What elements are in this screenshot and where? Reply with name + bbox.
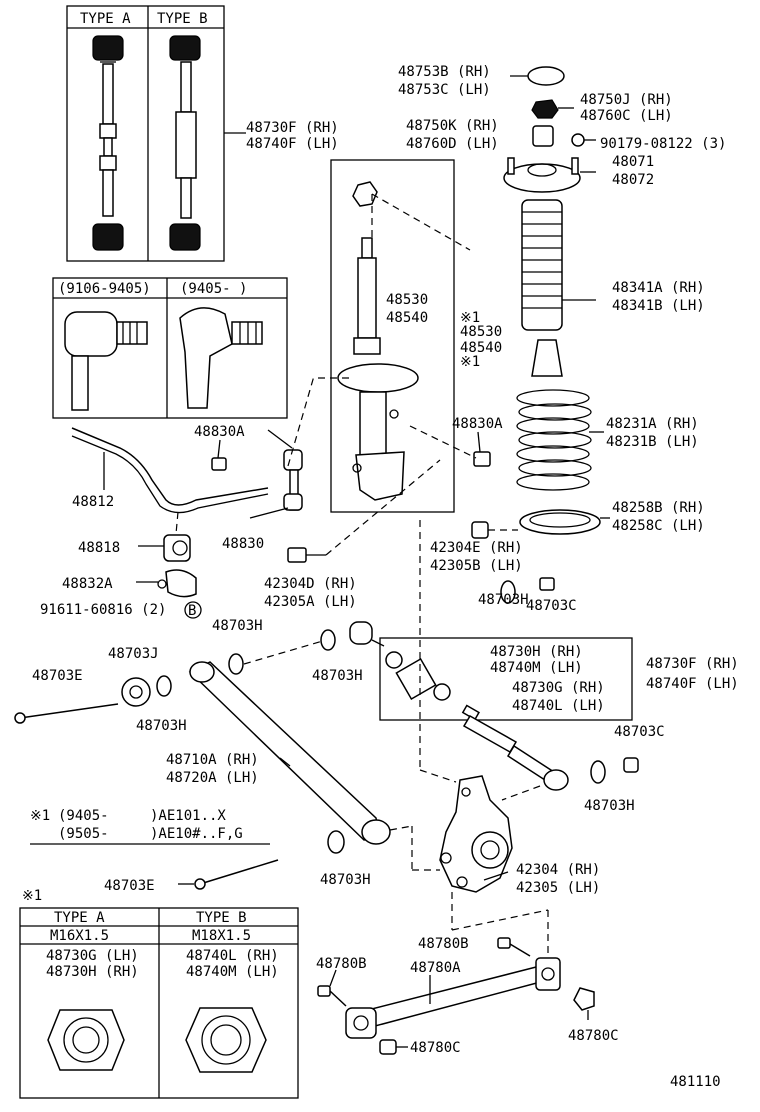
- label-48730f-rh-top: 48730F (RH): [246, 120, 339, 136]
- type-a-header: TYPE A: [80, 11, 131, 27]
- label-48072: 48072: [612, 172, 654, 188]
- trailing-arm: [317, 937, 595, 1055]
- table-spec-a: M16X1.5: [50, 928, 109, 944]
- rod-type-box: TYPE A TYPE B: [66, 5, 246, 262]
- bolt-48703e: [178, 859, 279, 890]
- label-48703h-lower: 48703H: [136, 718, 187, 734]
- note-row1-date: (9405-: [58, 808, 109, 824]
- label-48341b-lh: 48341B (LH): [612, 298, 705, 314]
- label-48780c-right: 48780C: [568, 1028, 619, 1044]
- label-42305b-lh: 42305B (LH): [430, 558, 523, 574]
- label-48780b-top: 48780B: [418, 936, 469, 952]
- label-48530-b: 48530: [460, 324, 502, 340]
- date-range-2: (9405- ): [180, 281, 247, 297]
- spring-stack: [503, 66, 610, 535]
- label-48760c-lh: 48760C (LH): [580, 108, 673, 124]
- label-48703h-right: 48703H: [584, 798, 635, 814]
- label-48760d-lh: 48760D (LH): [406, 136, 499, 152]
- label-48730h-rh: 48730H (RH): [490, 644, 583, 660]
- label-48341a-rh: 48341A (RH): [612, 280, 705, 296]
- label-48730g-rh: 48730G (RH): [512, 680, 605, 696]
- label-48818: 48818: [78, 540, 120, 556]
- label-48740f-lh: 48740F (LH): [646, 676, 739, 692]
- label-48703h-bottom: 48703H: [320, 872, 371, 888]
- link-end-box: (9106-9405) (9405- ): [52, 277, 288, 419]
- table-b-part1: 48740L (RH): [186, 948, 279, 964]
- label-48703e-lower: 48703E: [104, 878, 155, 894]
- label-48540: 48540: [386, 310, 428, 326]
- label-48740l-lh: 48740L (LH): [512, 698, 605, 714]
- label-91611-60816: 91611-60816 (2): [40, 602, 166, 618]
- label-42304e-rh: 42304E (RH): [430, 540, 523, 556]
- link-end-old: [64, 311, 148, 411]
- label-48703c-lower: 48703C: [614, 724, 665, 740]
- rod-type-a: [92, 35, 124, 251]
- note-mark: ※1: [30, 808, 50, 824]
- ref-mark-1a: ※1: [460, 310, 480, 326]
- label-48071: 48071: [612, 154, 654, 170]
- link-end-new: [179, 307, 263, 409]
- label-90179-08122: 90179-08122 (3): [600, 136, 726, 152]
- label-48540-b: 48540: [460, 340, 502, 356]
- note-row2-date: (9505-: [58, 826, 109, 842]
- ref-mark-1b: ※1: [460, 354, 480, 370]
- label-48703h-left: 48703H: [212, 618, 263, 634]
- label-48740m-lh: 48740M (LH): [490, 660, 583, 676]
- rear-axle-carrier: [439, 775, 549, 956]
- table-b-part2: 48740M (LH): [186, 964, 279, 980]
- label-48231b-lh: 48231B (LH): [606, 434, 699, 450]
- diagram-number: 481110: [670, 1074, 721, 1090]
- table-type-a: TYPE A: [54, 910, 105, 926]
- label-48258b-rh: 48258B (RH): [612, 500, 705, 516]
- table-a-part1: 48730G (LH): [46, 948, 139, 964]
- label-42305-lh: 42305 (LH): [516, 880, 600, 896]
- label-48830a-left: 48830A: [194, 424, 245, 440]
- ref-b-circle: B: [188, 603, 196, 619]
- label-48780a: 48780A: [410, 960, 461, 976]
- table-type-b: TYPE B: [196, 910, 247, 926]
- label-48703h-upper: 48703H: [478, 592, 529, 608]
- table-spec-b: M18X1.5: [192, 928, 251, 944]
- label-48730f-rh: 48730F (RH): [646, 656, 739, 672]
- nut-type-a: [47, 1009, 125, 1071]
- label-48750k-rh: 48750K (RH): [406, 118, 499, 134]
- label-48703e-upper: 48703E: [32, 668, 83, 684]
- label-48740f-lh-top: 48740F (LH): [246, 136, 339, 152]
- rod-type-b: [169, 35, 201, 251]
- stabilizer-bar: [71, 375, 518, 619]
- label-48832a: 48832A: [62, 576, 113, 592]
- note-row1-model: )AE101..X: [150, 808, 226, 824]
- nut-type-b: [185, 1007, 267, 1073]
- label-48530: 48530: [386, 292, 428, 308]
- label-48710a-rh: 48710A (RH): [166, 752, 259, 768]
- table-a-part2: 48730H (RH): [46, 964, 139, 980]
- applicability-note: ※1 (9405- )AE101..X (9505- )AE10#..F,G: [30, 808, 270, 845]
- label-48703j: 48703J: [108, 646, 159, 662]
- label-48258c-lh: 48258C (LH): [612, 518, 705, 534]
- type-b-header: TYPE B: [157, 11, 208, 27]
- label-48703h-mid: 48703H: [312, 668, 363, 684]
- label-48830a-right: 48830A: [452, 416, 503, 432]
- label-48231a-rh: 48231A (RH): [606, 416, 699, 432]
- label-48753b-rh: 48753B (RH): [398, 64, 491, 80]
- label-48830: 48830: [222, 536, 264, 552]
- label-48703c-upper: 48703C: [526, 598, 577, 614]
- label-48780c-bottom: 48780C: [410, 1040, 461, 1056]
- label-42305a-lh: 42305A (LH): [264, 594, 357, 610]
- label-48780b-left: 48780B: [316, 956, 367, 972]
- table-mark: ※1: [22, 888, 42, 904]
- lateral-links: [14, 520, 639, 871]
- label-42304d-rh: 42304D (RH): [264, 576, 357, 592]
- label-42304-rh: 42304 (RH): [516, 862, 600, 878]
- date-range-1: (9106-9405): [58, 281, 151, 297]
- note-row2-model: )AE10#..F,G: [150, 826, 243, 842]
- label-48753c-lh: 48753C (LH): [398, 82, 491, 98]
- strut-box: [318, 159, 471, 513]
- label-48750j-rh: 48750J (RH): [580, 92, 673, 108]
- nut-spec-table: ※1 TYPE A TYPE B M16X1.5 M18X1.5 48730G …: [19, 888, 299, 1099]
- label-48720a-lh: 48720A (LH): [166, 770, 259, 786]
- label-48812: 48812: [72, 494, 114, 510]
